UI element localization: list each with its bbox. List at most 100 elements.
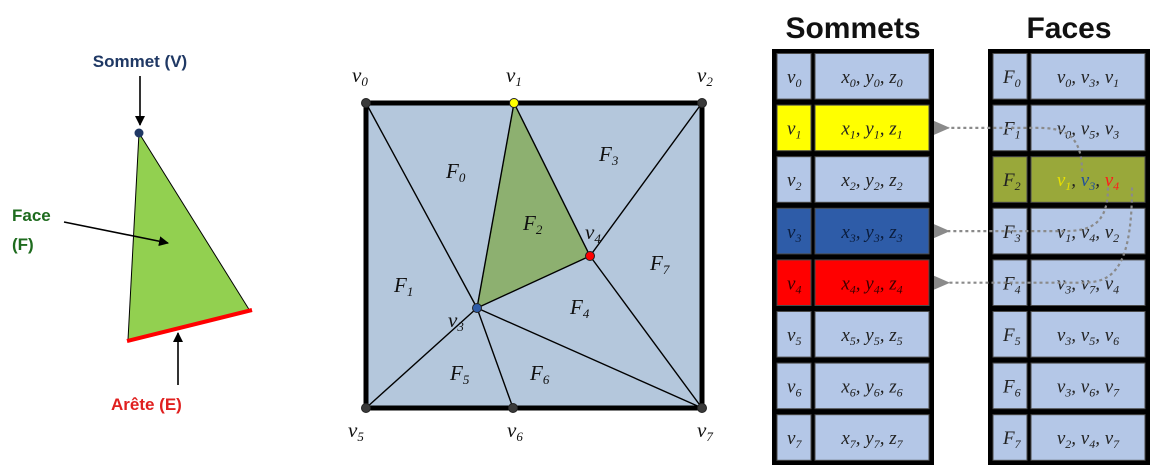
vertex-row-coords: x3, y3, z3 xyxy=(840,222,902,245)
face-label-line2: (F) xyxy=(12,235,34,254)
face-row-refs: v2, v4, v7 xyxy=(1057,428,1120,451)
vertex-row-id-cell xyxy=(776,362,812,410)
face-row-refs: v3, v7, v4 xyxy=(1057,273,1119,296)
vertex-row-id-cell xyxy=(776,414,812,461)
vertex-dot-v0 xyxy=(361,98,371,108)
vertex-row-id-cell xyxy=(776,53,812,100)
vertex-row-coords-cell xyxy=(814,207,930,255)
mesh-edge-v0-v3 xyxy=(365,102,478,309)
face-row-refs: v3, v6, v7 xyxy=(1057,377,1120,400)
face-row-id-cell xyxy=(992,104,1028,152)
edge-label: Arête (E) xyxy=(111,395,182,414)
vertex-label-v1: v1 xyxy=(506,63,522,89)
face-row-label: F4 xyxy=(1002,273,1021,296)
face-arrow xyxy=(63,221,169,247)
vertex-dot-v6 xyxy=(508,403,518,413)
link-arrow-to-vertex-row xyxy=(934,120,1084,172)
face-label-F3: F3 xyxy=(598,142,619,168)
face-row-refs-cell xyxy=(1030,156,1146,203)
vertex-row-label: v4 xyxy=(787,273,801,296)
face-row-id-cell xyxy=(992,362,1028,410)
face-row-refs: v0, v5, v3 xyxy=(1057,119,1119,142)
vertex-row-label: v3 xyxy=(787,222,801,245)
vertex-row-coords-cell xyxy=(814,259,930,306)
vertex-row-coords-cell xyxy=(814,156,930,203)
vertex-row-label: v6 xyxy=(787,377,801,400)
vertex-dot-v4 xyxy=(585,251,595,261)
face-row-refs-cell xyxy=(1030,362,1146,410)
vertex-dot-v3 xyxy=(472,303,482,313)
face-row-id-cell xyxy=(992,414,1028,461)
face-row-label: F1 xyxy=(1002,119,1021,142)
face-row-id-cell xyxy=(992,156,1028,203)
vertex-row-coords: x6, y6, z6 xyxy=(840,377,902,400)
vertex-row-id-cell xyxy=(776,259,812,306)
vertex-row-coords: x4, y4, z4 xyxy=(840,273,902,296)
vertex-label-v5: v5 xyxy=(348,418,364,444)
face-row-refs: v3, v5, v6 xyxy=(1057,325,1119,348)
vertex-dot-v7 xyxy=(697,403,707,413)
face-row-id-cell xyxy=(992,311,1028,358)
faces-table: F0 v0, v3, v1 F1 v0, v5, v3 F2 v1, v3, v4 F3 v1… xyxy=(988,49,1150,465)
mesh-edge-v1-v3 xyxy=(476,102,515,309)
vertex-label-v7: v7 xyxy=(697,418,713,444)
vertex-row-coords-cell xyxy=(814,104,930,152)
mesh-edge-v3-v4 xyxy=(476,255,591,309)
face-row-refs: v0, v3, v1 xyxy=(1057,67,1119,90)
face-row-refs-cell xyxy=(1030,414,1146,461)
vertex-row-coords-cell xyxy=(814,311,930,358)
vertex-row-label: v2 xyxy=(787,170,801,193)
vertex-row-label: v5 xyxy=(787,325,801,348)
face-row-label: F7 xyxy=(1002,428,1022,451)
vertex-row-coords: x1, y1, z1 xyxy=(840,119,902,142)
vertex-dot-v2 xyxy=(697,98,707,108)
face-label-F0: F0 xyxy=(445,159,466,185)
vertices-table: v0 x0, y0, z0 v1 x1, y1, z1 v2 x2, y2, z2 v3 x3… xyxy=(772,49,934,465)
vertex-row-coords-cell xyxy=(814,53,930,100)
link-arrow-to-vertex-row xyxy=(934,187,1134,290)
face-row-label: F3 xyxy=(1002,222,1021,245)
vertex-label: Sommet (V) xyxy=(93,52,187,71)
vertex-dot xyxy=(134,128,144,138)
face-label-F2: F2 xyxy=(522,211,543,237)
face-label-F6: F6 xyxy=(529,361,550,387)
mesh-edge-v1-v4 xyxy=(513,102,591,257)
mesh-edge-v4-v2 xyxy=(589,102,703,257)
vertex-row-label: v1 xyxy=(787,119,801,142)
face-row-label: F0 xyxy=(1002,67,1021,90)
mesh-edge-v3-v5 xyxy=(365,307,478,409)
mesh-edge-v3-v6 xyxy=(476,307,514,409)
face-row-label: F2 xyxy=(1002,170,1021,193)
face-label-F1: F1 xyxy=(393,273,413,299)
vertex-row-coords: x0, y0, z0 xyxy=(840,67,902,90)
vertex-dot-v1 xyxy=(509,98,519,108)
edge-highlight xyxy=(126,308,253,343)
mesh-edge-v3-v7 xyxy=(476,307,703,409)
vertex-dot-v5 xyxy=(361,403,371,413)
mesh-edge-v4-v7 xyxy=(589,255,703,409)
triangle-anatomy: Sommet (V) Face (F) Arête (E) xyxy=(12,52,253,414)
vertex-label-v2: v2 xyxy=(697,63,713,89)
face-label-F7: F7 xyxy=(649,251,670,277)
vertex-row-coords: x5, y5, z5 xyxy=(840,325,902,348)
face-label-F4: F4 xyxy=(569,295,590,321)
face-row-label: F5 xyxy=(1002,325,1021,348)
vertex-row-coords: x2, y2, z2 xyxy=(840,170,902,193)
face-row-refs: v1, v4, v2 xyxy=(1057,222,1119,245)
vertex-label-v4: v4 xyxy=(585,220,601,246)
vertex-row-id-cell xyxy=(776,104,812,152)
mesh-border xyxy=(363,100,705,411)
vertex-row-coords: x7, y7, z7 xyxy=(840,428,903,451)
face-row-refs: v1, v3, v4 xyxy=(1057,170,1119,193)
vertex-row-id-cell xyxy=(776,207,812,255)
vertex-row-id-cell xyxy=(776,311,812,358)
face-row-label: F6 xyxy=(1002,377,1021,400)
vertex-row-label: v7 xyxy=(787,428,802,451)
vertex-label-v0: v0 xyxy=(352,63,368,89)
face-label-line1: Face xyxy=(12,206,51,225)
vertex-label-v3: v3 xyxy=(448,308,464,334)
faces-table-title: Faces xyxy=(1026,12,1111,45)
vertex-row-label: v0 xyxy=(787,67,801,90)
face-label-F5: F5 xyxy=(449,361,470,387)
